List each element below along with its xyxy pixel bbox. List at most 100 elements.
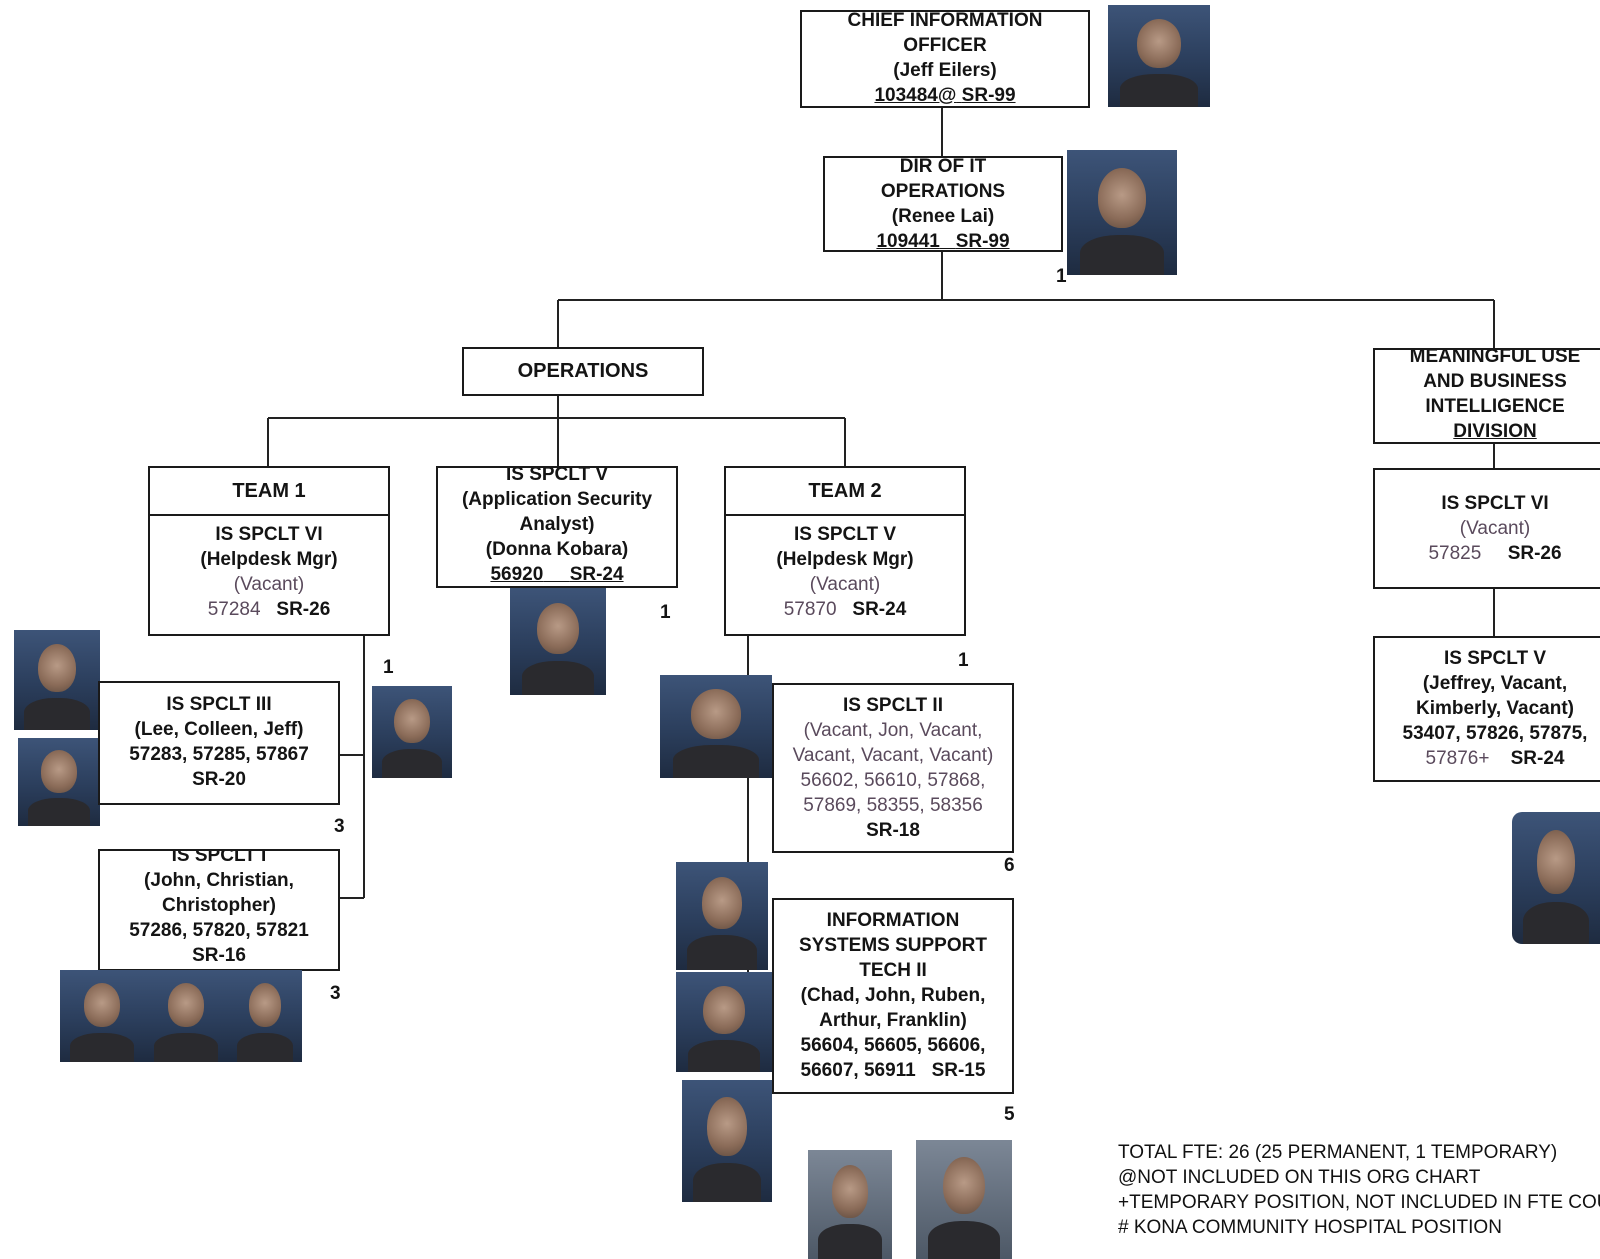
team1-header: TEAM 1 <box>150 468 388 516</box>
appsec-box: IS SPCLT V (Application Security Analyst… <box>436 466 678 588</box>
footer-note-hash: # KONA COMMUNITY HOSPITAL POSITION <box>1118 1217 1502 1238</box>
appsec-grade: SR-24 <box>569 564 624 585</box>
team1-codes: 57284 SR-26 <box>150 597 388 622</box>
mu-v-grade: SR-24 <box>1510 748 1565 769</box>
mu-vi-grade: SR-26 <box>1507 543 1562 564</box>
spclt2-names-1: (Vacant, Jon, Vacant, <box>803 720 983 741</box>
spclt3-photo-2 <box>18 738 100 826</box>
operations-box: OPERATIONS <box>462 347 704 396</box>
ist-position-numbers-2: 56607, 56911 <box>800 1060 916 1081</box>
team1-name: (Vacant) <box>233 574 305 595</box>
dir-box: DIR OF IT OPERATIONS (Renee Lai) 109441 … <box>823 156 1063 252</box>
dir-name: (Renee Lai) <box>891 206 995 227</box>
ist-box: INFORMATION SYSTEMS SUPPORT TECH II (Cha… <box>772 898 1014 1094</box>
team1-box: TEAM 1 IS SPCLT VI (Helpdesk Mgr) (Vacan… <box>148 466 390 636</box>
ist-title-1: INFORMATION <box>826 910 960 931</box>
mu-vi-codes: 57825 SR-26 <box>1375 541 1600 566</box>
mu-v-codes-2: 57876+ SR-24 <box>1375 746 1600 771</box>
cio-name: (Jeff Eilers) <box>893 60 997 81</box>
team2-box: TEAM 2 IS SPCLT V (Helpdesk Mgr) (Vacant… <box>724 466 966 636</box>
spclt2-grade: SR-18 <box>866 820 920 841</box>
ist-grade: SR-15 <box>931 1060 986 1081</box>
cio-photo <box>1108 5 1210 107</box>
ist-title-2: SYSTEMS SUPPORT <box>799 935 987 956</box>
footer-notes: TOTAL FTE: 26 (25 PERMANENT, 1 TEMPORARY… <box>1118 1140 1600 1240</box>
ist-photo-3 <box>682 1080 772 1202</box>
dir-codes: 109441 SR-99 <box>825 229 1061 252</box>
spclt3-grade: SR-20 <box>192 769 246 790</box>
spclt1-position-numbers: 57286, 57820, 57821 <box>129 920 309 941</box>
team1-grade: SR-26 <box>276 599 331 620</box>
ist-names-1: (Chad, John, Ruben, <box>800 985 986 1006</box>
team1-position-number: 57284 <box>207 599 261 620</box>
mu-vi-box: IS SPCLT VI (Vacant) 57825 SR-26 <box>1373 468 1600 589</box>
team1-count: 1 <box>383 657 394 678</box>
team1-title: IS SPCLT VI <box>215 524 323 545</box>
appsec-photo <box>510 588 606 695</box>
spclt1-grade: SR-16 <box>192 945 246 966</box>
appsec-title: IS SPCLT V <box>505 466 609 485</box>
operations-label: OPERATIONS <box>517 360 649 382</box>
team2-count: 1 <box>958 650 969 671</box>
team2-codes: 57870 SR-24 <box>726 597 964 622</box>
appsec-role-2: Analyst) <box>519 514 595 535</box>
mu-v-names-2: Kimberly, Vacant) <box>1415 698 1575 719</box>
spclt2-position-numbers-2: 57869, 58355, 58356 <box>803 795 983 816</box>
spclt1-photo-2 <box>144 970 228 1062</box>
spclt1-photo-1 <box>60 970 144 1062</box>
ist-codes-2: 56607, 56911 SR-15 <box>774 1058 1012 1083</box>
spclt2-position-numbers-1: 56602, 56610, 57868, <box>800 770 986 791</box>
cio-box: CHIEF INFORMATION OFFICER (Jeff Eilers) … <box>800 10 1090 108</box>
spclt2-count: 6 <box>1004 855 1015 876</box>
cio-codes: 103484@ SR-99 <box>802 83 1088 106</box>
mu-title-4: DIVISION <box>1453 421 1537 442</box>
footer-note-at: @NOT INCLUDED ON THIS ORG CHART <box>1118 1167 1481 1188</box>
ist-count: 5 <box>1004 1104 1015 1125</box>
spclt3-position-numbers: 57283, 57285, 57867 <box>129 744 309 765</box>
spclt1-photo-3 <box>228 970 302 1062</box>
appsec-count: 1 <box>660 602 671 623</box>
dir-title-2: OPERATIONS <box>880 181 1006 202</box>
spclt1-count: 3 <box>330 983 341 1004</box>
mu-v-photo <box>1512 812 1600 944</box>
cio-grade: SR-99 <box>961 85 1016 106</box>
spclt3-title: IS SPCLT III <box>166 694 272 715</box>
mu-title-2: AND BUSINESS <box>1423 371 1567 392</box>
cio-position-number: 103484@ <box>874 85 957 106</box>
mu-vi-title: IS SPCLT VI <box>1441 493 1549 514</box>
team1-role: (Helpdesk Mgr) <box>200 549 338 570</box>
spclt2-photo <box>660 675 772 778</box>
appsec-position-number: 56920 <box>490 564 544 585</box>
ist-title-3: TECH II <box>859 960 927 981</box>
mu-vi-name: (Vacant) <box>1459 518 1531 539</box>
spclt3-box: IS SPCLT III (Lee, Colleen, Jeff) 57283,… <box>98 681 340 805</box>
spclt1-names-1: (John, Christian, <box>144 870 294 891</box>
mu-v-position-numbers-1: 53407, 57826, 57875, <box>1402 723 1588 744</box>
spclt3-photo-3 <box>372 686 452 778</box>
spclt1-title: IS SPCLT I <box>171 849 267 866</box>
footer-total-fte: TOTAL FTE: 26 (25 PERMANENT, 1 TEMPORARY… <box>1118 1142 1558 1163</box>
appsec-role-1: (Application Security <box>461 489 653 510</box>
ist-names-2: Arthur, Franklin) <box>819 1010 967 1031</box>
mu-v-box: IS SPCLT V (Jeffrey, Vacant, Kimberly, V… <box>1373 636 1600 782</box>
team2-header: TEAM 2 <box>726 468 964 516</box>
spclt3-photo-1 <box>14 630 100 730</box>
spclt1-box: IS SPCLT I (John, Christian, Christopher… <box>98 849 340 971</box>
ist-photo-1 <box>676 862 768 970</box>
mu-box: MEANINGFUL USE AND BUSINESS INTELLIGENCE… <box>1373 348 1600 444</box>
dir-position-number: 109441 <box>876 231 940 252</box>
spclt3-count: 3 <box>334 816 345 837</box>
appsec-codes: 56920 SR-24 <box>438 562 676 586</box>
mu-v-names-1: (Jeffrey, Vacant, <box>1422 673 1568 694</box>
mu-title-3: INTELLIGENCE <box>1425 396 1565 417</box>
dir-photo <box>1067 150 1177 275</box>
footer-note-plus: +TEMPORARY POSITION, NOT INCLUDED IN FTE… <box>1118 1192 1600 1213</box>
ist-photo-5 <box>916 1140 1012 1259</box>
dir-count: 1 <box>1056 266 1067 287</box>
team2-role: (Helpdesk Mgr) <box>776 549 914 570</box>
spclt1-names-2: Christopher) <box>162 895 276 916</box>
mu-vi-position-number: 57825 <box>1428 543 1482 564</box>
ist-position-numbers-1: 56604, 56605, 56606, <box>800 1035 986 1056</box>
team2-grade: SR-24 <box>852 599 907 620</box>
dir-title-1: DIR OF IT <box>899 156 987 177</box>
